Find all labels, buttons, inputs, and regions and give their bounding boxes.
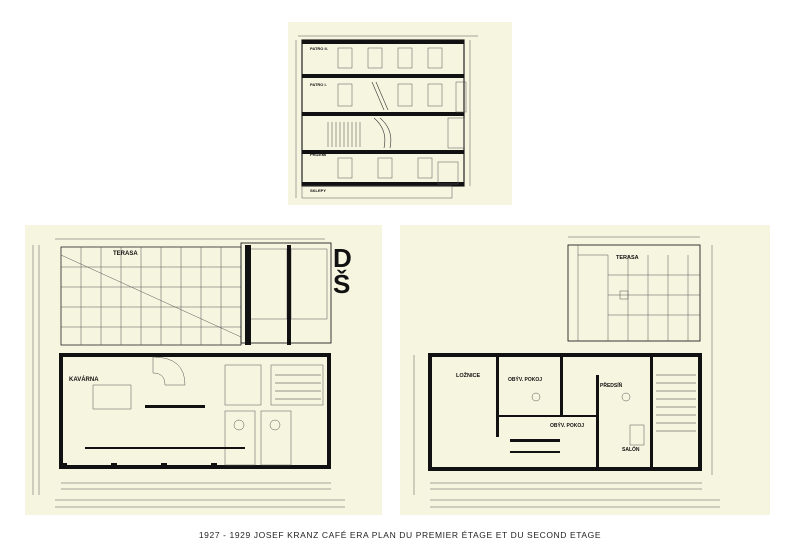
section-drawing-lines [295, 35, 478, 199]
hall-label: PŘEDSÍŇ [600, 383, 623, 389]
terrace-label: TERASA [113, 251, 138, 257]
terrace-label-2: TERASA [616, 255, 639, 261]
second-floor-plan-drawing: TERASA LOŽNICE OBÝV. POKOJ PŘEDSÍŇ OBÝV.… [400, 225, 770, 515]
floor-label-prizemi: PŘÍZEMÍ [310, 152, 327, 157]
figure-caption: 1927 - 1929 JOSEF KRANZ CAFÉ ERA PLAN DU… [198, 530, 602, 540]
salon-label: SALÓN [622, 447, 640, 453]
floor-label-patro-1: PATRO I. [310, 82, 327, 87]
living-room-label: OBÝV. POKOJ [508, 377, 542, 383]
second-floor-plan-lines [413, 236, 720, 508]
floor-label-patro-2: PATRO II. [310, 46, 328, 51]
cafe-label: KAVÁRNA [69, 377, 99, 383]
first-floor-plan-drawing: TERASA KAVÁRNA DŠ [25, 225, 382, 515]
living-room-2-label: OBÝV. POKOJ [550, 423, 584, 429]
bedroom-label: LOŽNICE [456, 373, 481, 379]
floor-label-sklepy: SKLEPY [310, 188, 327, 193]
first-floor-plan-lines [32, 238, 345, 508]
ds-mark: DŠ [333, 243, 352, 299]
building-section-drawing: PATRO II. PATRO I. PŘÍZEMÍ SKLEPY [288, 22, 512, 205]
